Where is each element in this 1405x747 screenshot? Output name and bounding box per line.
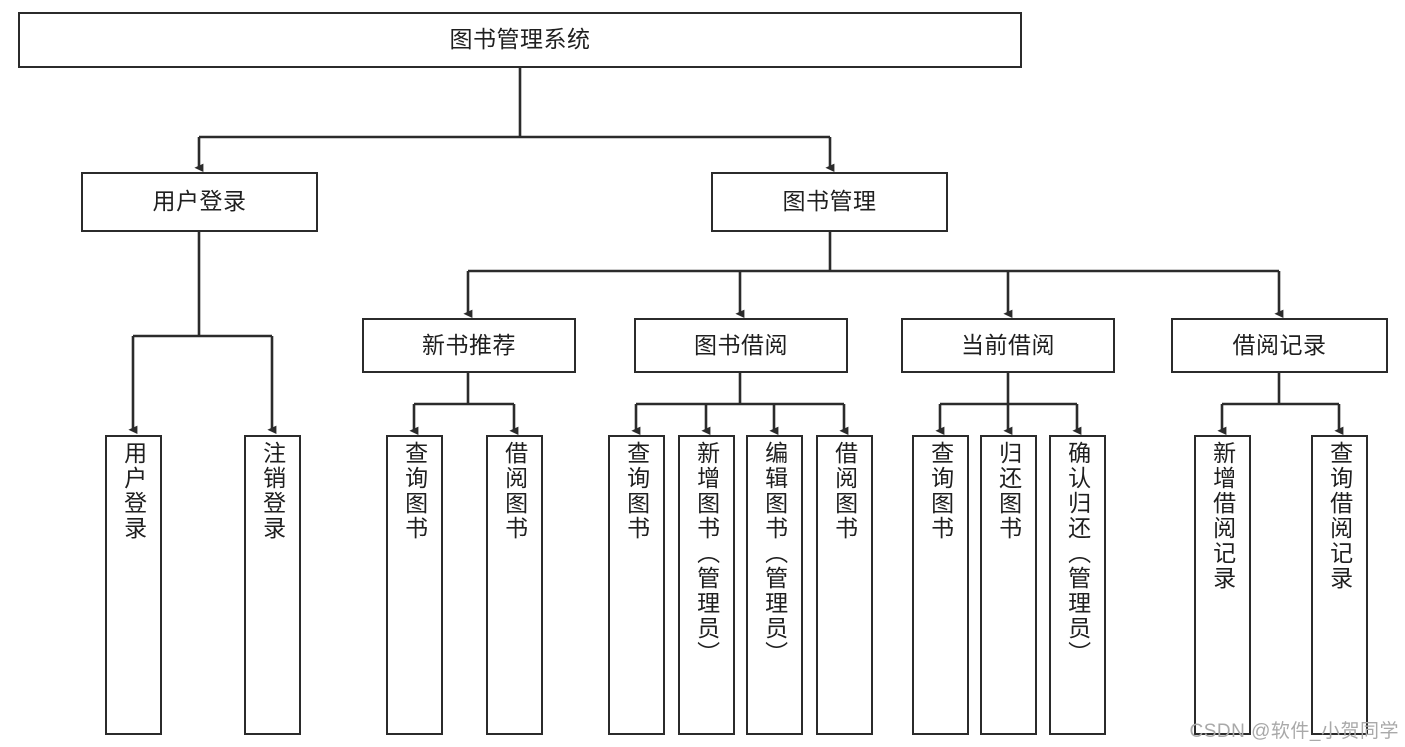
- node-label: 图书管理: [782, 188, 877, 215]
- leaf-borrow-book-2[interactable]: 借阅图书: [816, 435, 873, 735]
- node-user-login[interactable]: 用户登录: [81, 172, 318, 232]
- leaf-logout[interactable]: 注销登录: [244, 435, 301, 735]
- leaf-user-login[interactable]: 用户登录: [105, 435, 162, 735]
- node-label: 查询图书: [401, 441, 428, 541]
- leaf-query-book-1[interactable]: 查询图书: [386, 435, 443, 735]
- node-label: 新书推荐: [422, 331, 516, 358]
- leaf-add-book[interactable]: 新增图书（管理员）: [678, 435, 735, 735]
- node-label: 注销登录: [259, 441, 286, 541]
- node-label: 当前借阅: [961, 331, 1055, 358]
- leaf-query-book-2[interactable]: 查询图书: [608, 435, 665, 735]
- node-new-book-recommend[interactable]: 新书推荐: [362, 318, 576, 373]
- node-book-borrow[interactable]: 图书借阅: [634, 318, 848, 373]
- watermark: CSDN @软件_小贺同学: [1189, 721, 1399, 742]
- node-label: 查询图书: [623, 441, 650, 541]
- node-label: 新增借阅记录: [1209, 441, 1236, 591]
- leaf-add-record[interactable]: 新增借阅记录: [1194, 435, 1251, 735]
- node-label: 用户登录: [152, 188, 247, 215]
- leaf-query-book-3[interactable]: 查询图书: [912, 435, 969, 735]
- node-label: 查询借阅记录: [1326, 441, 1353, 591]
- node-label: 新增图书（管理员）: [693, 441, 720, 666]
- leaf-confirm-return[interactable]: 确认归还（管理员）: [1049, 435, 1106, 735]
- leaf-edit-book[interactable]: 编辑图书（管理员）: [746, 435, 803, 735]
- node-label: 借阅图书: [501, 441, 528, 541]
- node-label: 查询图书: [927, 441, 954, 541]
- node-label: 归还图书: [995, 441, 1022, 541]
- node-label: 借阅图书: [831, 441, 858, 541]
- node-label: 图书管理系统: [449, 26, 591, 53]
- node-book-manage[interactable]: 图书管理: [711, 172, 948, 232]
- leaf-query-record[interactable]: 查询借阅记录: [1311, 435, 1368, 735]
- node-borrow-record[interactable]: 借阅记录: [1171, 318, 1388, 373]
- node-label: 编辑图书（管理员）: [761, 441, 788, 666]
- node-label: 确认归还（管理员）: [1064, 441, 1091, 666]
- node-label: 用户登录: [120, 441, 147, 541]
- leaf-return-book[interactable]: 归还图书: [980, 435, 1037, 735]
- node-current-borrow[interactable]: 当前借阅: [901, 318, 1115, 373]
- node-label: 借阅记录: [1232, 331, 1327, 358]
- leaf-borrow-book-1[interactable]: 借阅图书: [486, 435, 543, 735]
- node-label: 图书借阅: [694, 331, 788, 358]
- node-book-management-system[interactable]: 图书管理系统: [18, 12, 1022, 68]
